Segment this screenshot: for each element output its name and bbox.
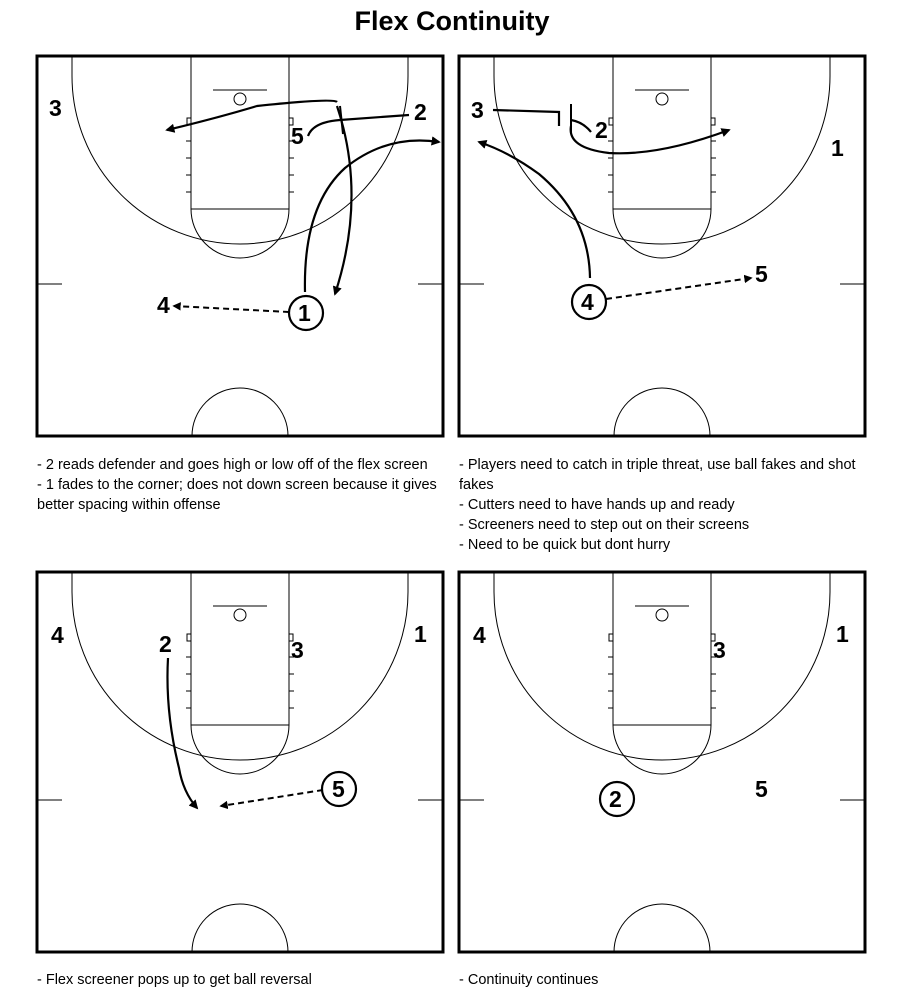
ball-handler-ring [287,294,325,332]
ball-handler-ring [570,283,608,321]
player-4: 4 [473,622,486,648]
player-1: 1 [298,300,311,326]
player-2: 2 [595,117,608,143]
note-item: - Screeners need to step out on their sc… [459,517,750,533]
note-item: - Cutters need to have hands up and read… [459,497,735,513]
player-1: 1 [414,621,427,647]
ball-handler-ring [598,780,636,818]
page-title: Flex Continuity [354,6,550,36]
note-item: - Need to be quick but dont hurry [459,537,671,553]
notes-diagram-3: - Flex screener pops up to get ball reve… [37,970,443,990]
player-4: 4 [157,292,170,318]
notes-diagram-4: - Continuity continues [459,970,865,990]
court-diagram-3: 4 2 3 1 5 [35,570,445,954]
notes-diagram-2: - Players need to catch in triple threat… [459,455,869,555]
ball-handler-ring [320,770,358,808]
court-diagram-4: 4 3 1 2 5 [457,570,867,954]
player-4: 4 [581,289,594,315]
player-5: 5 [291,123,304,149]
player-5: 5 [332,776,345,802]
player-3: 3 [49,95,62,121]
note-item: - Flex screener pops up to get ball reve… [37,972,312,988]
player-5: 5 [755,776,768,802]
player-3: 3 [291,637,304,663]
player-1: 1 [831,135,844,161]
player-4: 4 [51,622,64,648]
note-item: - Continuity continues [459,972,599,988]
note-item: - 2 reads defender and goes high or low … [37,457,428,473]
court-diagram-2: 3 2 1 4 5 [457,54,867,438]
player-3: 3 [471,97,484,123]
notes-diagram-1: - 2 reads defender and goes high or low … [37,455,443,515]
player-2: 2 [414,99,427,125]
court-diagram-1: 3 2 5 1 4 [35,54,445,438]
note-item: - Players need to catch in triple threat… [459,457,856,493]
player-5: 5 [755,261,768,287]
player-2: 2 [609,786,622,812]
note-item: - 1 fades to the corner; does not down s… [37,477,437,513]
player-2: 2 [159,631,172,657]
player-3: 3 [713,637,726,663]
player-1: 1 [836,621,849,647]
